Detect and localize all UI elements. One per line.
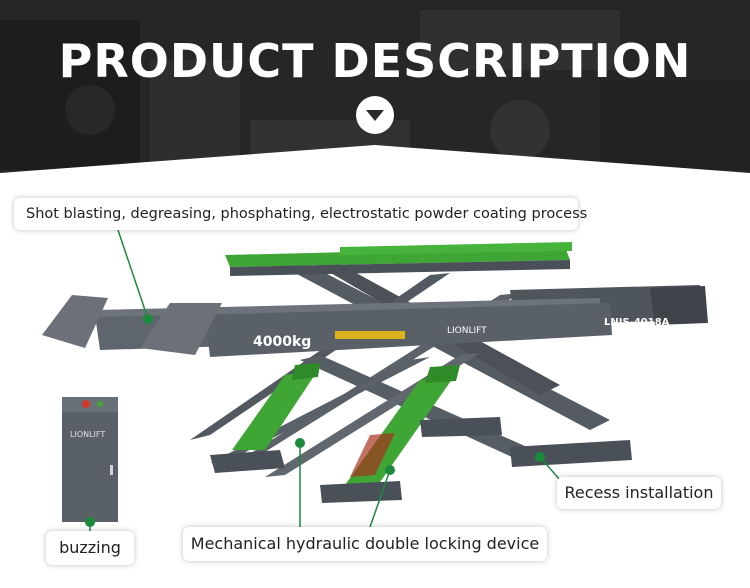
page-title: PRODUCT DESCRIPTION [58,34,692,88]
base-plate-rear [420,417,502,437]
callout-recess-installation: Recess installation [557,477,721,509]
rear-platform [225,242,572,276]
callout-locking-device: Mechanical hydraulic double locking devi… [183,527,547,561]
base-plate-right [510,440,632,467]
front-platform [95,298,612,357]
hydraulic-cylinder-left [232,363,320,450]
cabinet-brand-label: LIONLIFT [70,430,105,439]
front-left-ramp [140,303,222,355]
scissor-lift-illustration: 4000kg LIONLIFT LNJS-4018A LIONLIFT [42,229,708,531]
control-cabinet [62,397,118,522]
header-banner: PRODUCT DESCRIPTION [0,0,750,185]
base-plate-center [320,481,402,503]
workshop-background [0,0,750,185]
banner-fold [0,145,750,185]
right-ramp [650,286,708,325]
scroll-down-button[interactable] [356,96,394,134]
callout-coating-process: Shot blasting, degreasing, phosphating, … [14,198,587,230]
base-plate-left [210,450,285,473]
hydraulic-cylinder-right [345,365,460,485]
chevron-down-icon [366,110,384,121]
leader-lines [85,229,561,531]
left-ramp [42,295,108,348]
model-label: LNJS-4018A [604,317,670,328]
brand-label-rail: LIONLIFT [447,326,487,336]
warning-strip [335,331,405,339]
callout-buzzing: buzzing [46,531,134,565]
capacity-label: 4000kg [253,334,311,350]
